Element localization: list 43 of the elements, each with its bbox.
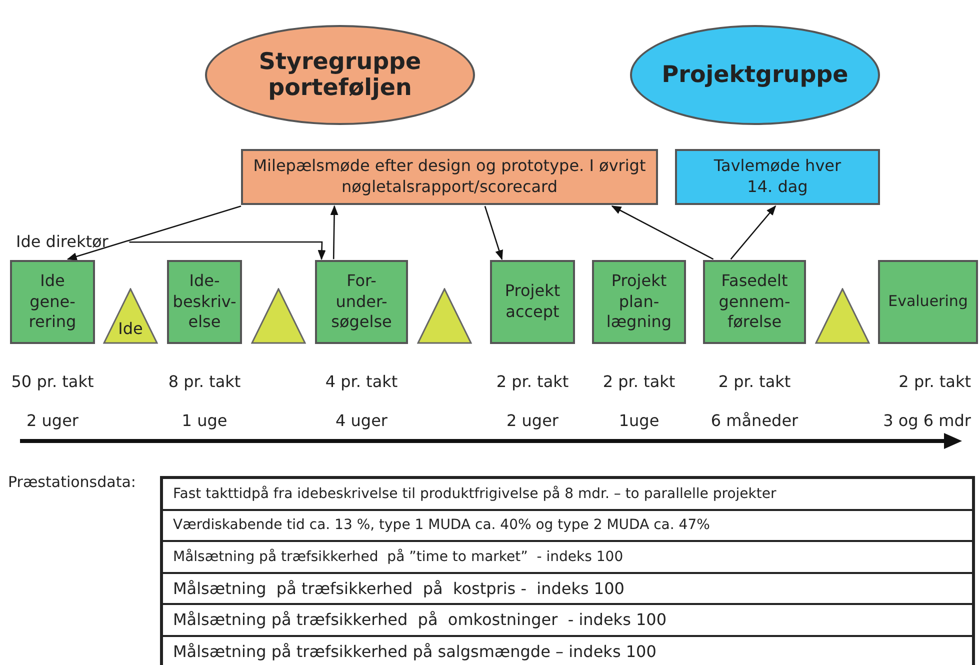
phase-box: Ide gene- rering — [10, 260, 95, 344]
arrow — [484, 206, 503, 260]
rate-label: 8 pr. takt — [168, 372, 241, 391]
milestone-triangle — [815, 288, 870, 344]
duration-label: 6 måneder — [710, 411, 798, 430]
milestone-triangle: Ide — [103, 288, 158, 344]
duration-label: 3 og 6 mdr — [883, 411, 971, 430]
meeting-box: Tavlemøde hver 14. dag — [675, 149, 880, 205]
duration-label: 2 uger — [506, 411, 558, 430]
arrow — [330, 205, 338, 260]
rate-label: 2 pr. takt — [718, 372, 791, 391]
duration-label: 4 uger — [336, 411, 388, 430]
table-cell: Værdiskabende tid ca. 13 %, type 1 MUDA ca. 40% og type 2 MUDA ca. 47% — [163, 510, 972, 542]
arrow — [66, 206, 242, 260]
actor-label: Ide direktør — [16, 230, 112, 252]
arrow — [129, 241, 326, 260]
arrow — [611, 206, 714, 260]
phase-box: Evaluering — [878, 260, 978, 344]
rate-label: 4 pr. takt — [325, 372, 398, 391]
table-cell: Målsætning på træfsikkerhed på omkostninger - indeks 100 — [163, 605, 972, 636]
milestone-triangle — [251, 288, 306, 344]
table-cell: Målsætning på træfsikkerhed på kostpris - indeks 100 — [163, 574, 972, 605]
meeting-box: Milepælsmøde efter design og prototype. I øvrigt nøgletalsrapport/scorecard — [241, 149, 658, 205]
table-cell: Målsætning på træfsikkerhed på salgsmængde – indeks 100 — [163, 636, 972, 665]
rate-label: 2 pr. takt — [496, 372, 569, 391]
duration-label: 1 uge — [182, 411, 228, 430]
table-heading: Præstationsdata: — [8, 473, 136, 491]
group-ellipse: Styregruppe porteføljen — [205, 25, 475, 125]
phase-box: Fasedelt gennem- førelse — [703, 260, 806, 344]
group-ellipse: Projektgruppe — [630, 25, 880, 125]
phase-box: Ide- beskriv- else — [167, 260, 242, 344]
phase-box: Projekt plan- lægning — [592, 260, 686, 344]
table-cell: Fast takttidpå fra idebeskrivelse til produktfrigivelse på 8 mdr. – to parallelle projekter — [163, 479, 972, 510]
duration-label: 2 uger — [26, 411, 78, 430]
rate-label: 50 pr. takt — [11, 372, 94, 391]
duration-label: 1uge — [618, 411, 660, 430]
rate-label: 2 pr. takt — [602, 372, 676, 391]
phase-box: For- under- søgelse — [315, 260, 408, 344]
arrow — [730, 205, 776, 260]
milestone-triangle — [417, 288, 472, 344]
table-cell: Målsætning på træfsikkerhed på ”time to market” - indeks 100 — [163, 542, 972, 574]
rate-label: 2 pr. takt — [898, 372, 971, 391]
phase-box: Projekt accept — [490, 260, 575, 344]
